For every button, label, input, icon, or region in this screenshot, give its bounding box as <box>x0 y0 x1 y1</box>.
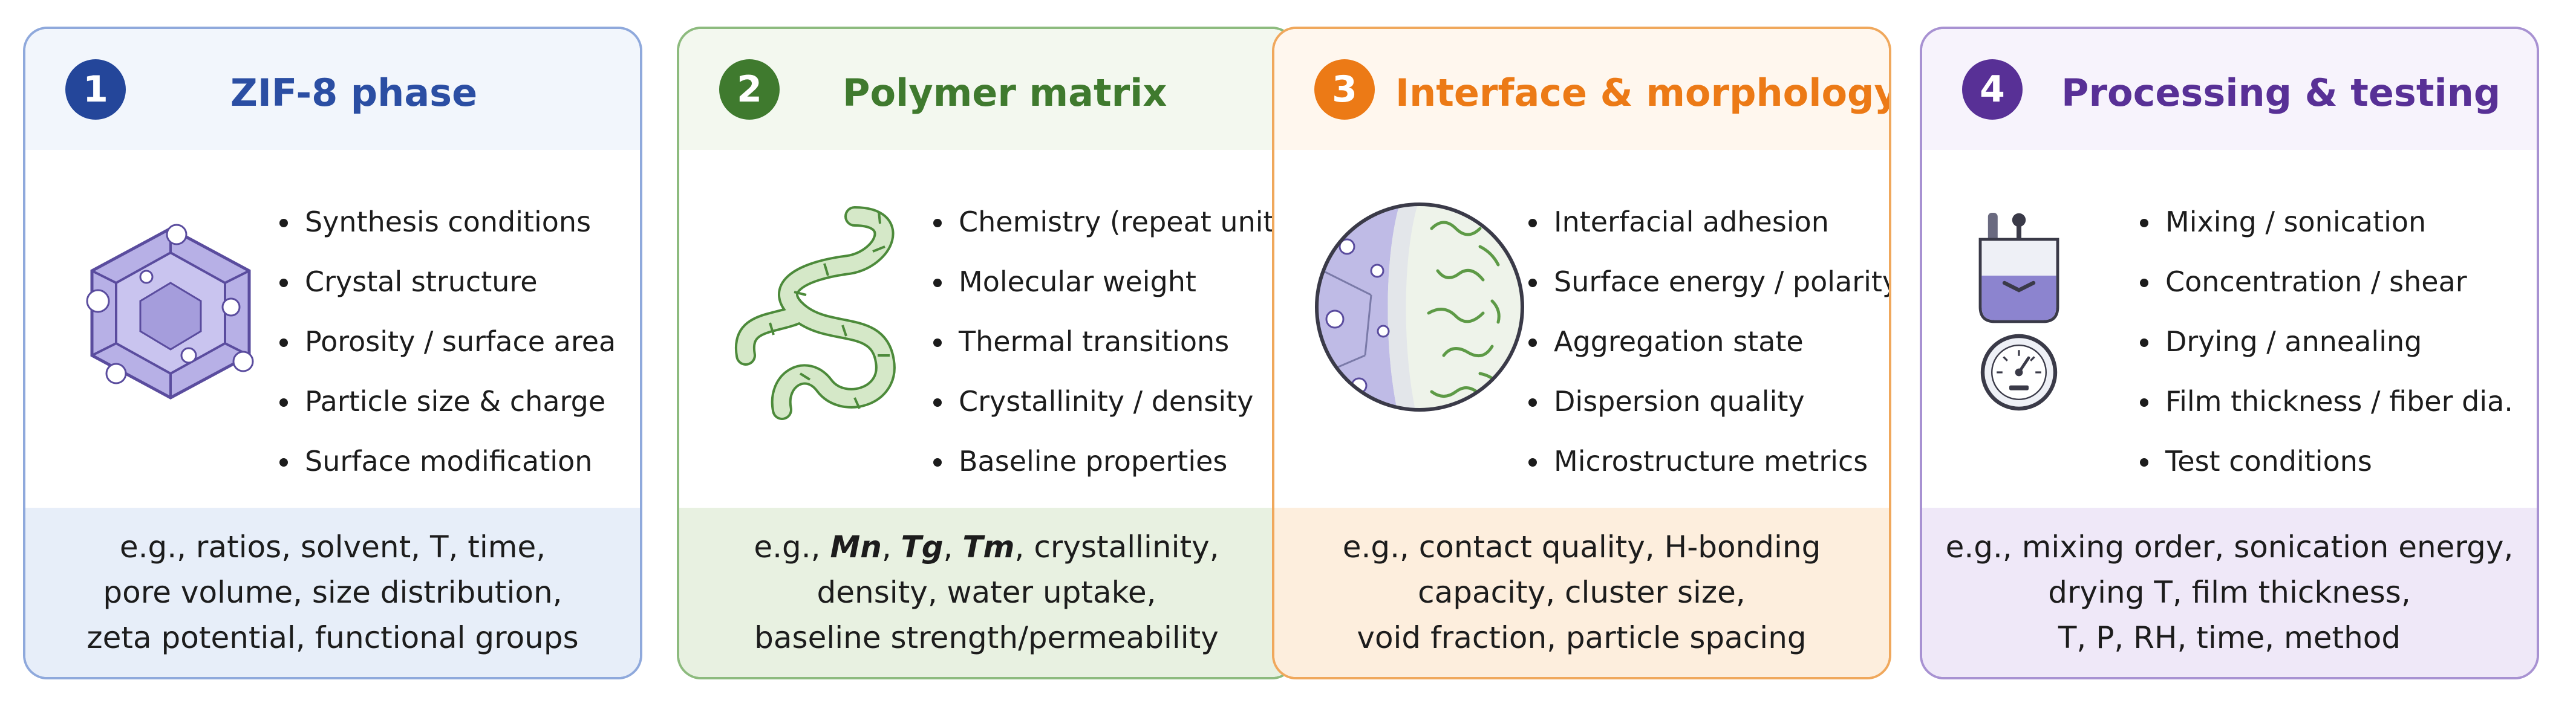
bullet-list: Interfacial adhesion Surface energy / po… <box>1528 192 1889 491</box>
list-item: Particle size & charge <box>279 372 616 432</box>
examples-line: e.g., ratios, solvent, T, time, <box>119 529 546 565</box>
gauge-icon <box>1980 334 2058 411</box>
examples-line: pore volume, size distribution, <box>103 574 562 610</box>
panel-title: ZIF-8 phase <box>230 70 478 115</box>
examples-line: capacity, cluster size, <box>1418 574 1746 610</box>
list-item: Porosity / surface area <box>279 312 616 372</box>
list-item: Baseline properties <box>933 432 1285 491</box>
panel-polymer-matrix: 2 Polymer matrix Chemistry (repeat unit)… <box>677 27 1296 679</box>
examples-box: e.g., Mn, Tg, Tm, crystallinity, density… <box>679 508 1294 677</box>
examples-line: e.g., mixing order, sonication energy, <box>1945 529 2514 565</box>
step-number-badge: 4 <box>1962 59 2023 120</box>
panel-interface-morphology: 3 Interface & morphology <box>1272 27 1891 679</box>
list-item: Film thickness / fiber dia. <box>2140 372 2513 432</box>
beaker-icon <box>1978 213 2059 323</box>
examples-line: baseline strength/permeability <box>754 620 1219 655</box>
examples-line: e.g., contact quality, H-bonding <box>1342 529 1821 565</box>
list-item: Test conditions <box>2140 432 2513 491</box>
list-item: Drying / annealing <box>2140 312 2513 372</box>
list-item: Aggregation state <box>1528 312 1889 372</box>
list-item: Surface energy / polarity <box>1528 252 1889 312</box>
tm-symbol: Tm <box>962 529 1015 565</box>
interface-magnifier-icon <box>1315 202 1524 412</box>
panel-zif8-phase: 1 ZIF-8 phase Synthesis conditions Cryst… <box>23 27 642 679</box>
beaker-and-gauge-icon <box>1978 213 2059 411</box>
examples-line: density, water uptake, <box>817 574 1156 610</box>
list-item: Chemistry (repeat unit) <box>933 192 1285 252</box>
examples-line: void fraction, particle spacing <box>1357 620 1807 655</box>
list-item: Thermal transitions <box>933 312 1285 372</box>
step-number-badge: 1 <box>65 59 126 120</box>
bullet-list: Mixing / sonication Concentration / shea… <box>2140 192 2513 491</box>
panel-title: Interface & morphology <box>1395 70 1891 115</box>
list-item: Synthesis conditions <box>279 192 616 252</box>
zif8-crystal-icon <box>86 224 254 400</box>
step-number-badge: 2 <box>719 59 780 120</box>
panel-title: Processing & testing <box>2061 70 2501 115</box>
bullet-list: Chemistry (repeat unit) Molecular weight… <box>933 192 1285 491</box>
list-item: Concentration / shear <box>2140 252 2513 312</box>
list-item: Crystal structure <box>279 252 616 312</box>
examples-line: drying T, film thickness, <box>2048 574 2411 610</box>
step-number-badge: 3 <box>1314 59 1375 120</box>
list-item: Mixing / sonication <box>2140 192 2513 252</box>
panel-header: 1 ZIF-8 phase <box>25 29 640 150</box>
panel-processing-testing: 4 Processing & testing Mixing / sonicati… <box>1920 27 2539 679</box>
list-item: Dispersion quality <box>1528 372 1889 432</box>
examples-line: e.g., Mn, Tg, Tm, crystallinity, <box>754 529 1219 565</box>
polymer-chain-icon <box>734 206 896 420</box>
panel-header: 3 Interface & morphology <box>1274 29 1889 150</box>
list-item: Microstructure metrics <box>1528 432 1889 491</box>
panel-header: 4 Processing & testing <box>1922 29 2537 150</box>
list-item: Interfacial adhesion <box>1528 192 1889 252</box>
tg-symbol: Tg <box>901 529 944 565</box>
panel-header: 2 Polymer matrix <box>679 29 1294 150</box>
mn-symbol: Mn <box>830 529 882 565</box>
panel-title: Polymer matrix <box>843 70 1167 115</box>
bullet-list: Synthesis conditions Crystal structure P… <box>279 192 616 491</box>
list-item: Surface modification <box>279 432 616 491</box>
examples-box: e.g., contact quality, H-bonding capacit… <box>1274 508 1889 677</box>
examples-box: e.g., ratios, solvent, T, time, pore vol… <box>25 508 640 677</box>
list-item: Crystallinity / density <box>933 372 1285 432</box>
examples-line: zeta potential, functional groups <box>86 620 579 655</box>
list-item: Molecular weight <box>933 252 1285 312</box>
examples-box: e.g., mixing order, sonication energy, d… <box>1922 508 2537 677</box>
examples-line: T, P, RH, time, method <box>2058 620 2401 655</box>
